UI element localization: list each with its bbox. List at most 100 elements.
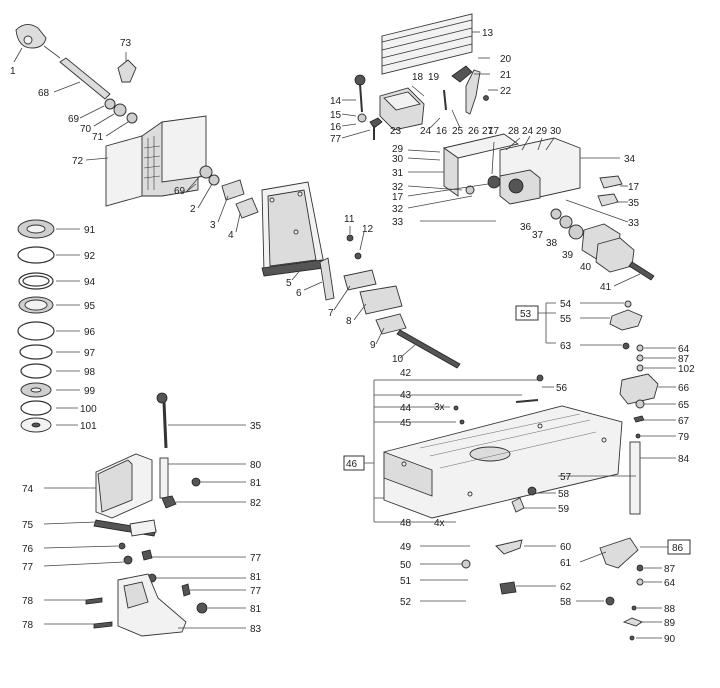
part-68-rod — [53, 57, 111, 100]
callout: 31 — [392, 168, 404, 179]
part-1-clamp-head — [13, 24, 47, 63]
callout: 87 — [678, 354, 690, 365]
callout: 78 — [22, 596, 34, 607]
callout: 4 — [228, 230, 234, 241]
callout: 64 — [664, 578, 676, 589]
callout: 86 — [672, 543, 684, 554]
callout: 18 — [412, 72, 424, 83]
callout: 27 — [482, 126, 494, 137]
part-53-assembly — [515, 300, 643, 350]
callout: 71 — [92, 132, 104, 143]
callout: 16 — [330, 122, 342, 133]
callout: 69 — [68, 114, 80, 125]
callout: 49 — [400, 542, 412, 553]
callout: 29 — [536, 126, 548, 137]
callout: 55 — [560, 314, 572, 325]
callout: 100 — [80, 404, 97, 415]
callout: 61 — [560, 558, 572, 569]
callout: 14 — [330, 96, 342, 107]
parts-2-3-4-washers-plates — [185, 165, 259, 233]
callout: 99 — [84, 386, 96, 397]
callout: 16 — [436, 126, 448, 137]
callout: 45 — [400, 418, 412, 429]
callout: 69 — [174, 186, 186, 197]
callout: 81 — [250, 572, 262, 583]
callout: 81 — [250, 478, 262, 489]
callout: 64 — [678, 344, 690, 355]
callout: 34 — [624, 154, 636, 165]
callout: 87 — [664, 564, 676, 575]
callout: 51 — [400, 576, 412, 587]
parts-49-62-fittings — [420, 539, 615, 606]
parts-35-82-guard-assembly — [43, 392, 246, 637]
callout: 78 — [22, 620, 34, 631]
callout: 3 — [210, 220, 216, 231]
callout: 17 — [488, 126, 500, 137]
callout: 7 — [328, 308, 334, 319]
callout: 52 — [400, 597, 412, 608]
callout: 68 — [38, 88, 50, 99]
callout: 35 — [628, 198, 640, 209]
parts-36-41-motor-shaft — [420, 208, 655, 287]
callout: 4x — [434, 518, 445, 529]
callout: 95 — [84, 301, 96, 312]
callout: 77 — [250, 586, 262, 597]
callout: 2 — [190, 204, 196, 215]
callout: 73 — [120, 38, 132, 49]
callout: 10 — [392, 354, 404, 365]
callout: 23 — [390, 126, 402, 137]
callout: 58 — [560, 597, 572, 608]
callout: 54 — [560, 299, 572, 310]
callout: 25 — [452, 126, 464, 137]
callout: 57 — [560, 472, 572, 483]
callout: 44 — [400, 403, 412, 414]
parts-24-34-guide-carriage — [442, 133, 629, 223]
callout: 28 — [508, 126, 520, 137]
callout: 1 — [10, 66, 16, 77]
callout: 97 — [84, 348, 96, 359]
callout: 74 — [22, 484, 34, 495]
part-86-assembly — [579, 537, 691, 641]
parts-6-12-slide-and-screws — [303, 226, 461, 369]
callout: 90 — [664, 634, 676, 645]
callout: 17 — [628, 182, 640, 193]
callout: 12 — [362, 224, 374, 235]
callout: 81 — [250, 604, 262, 615]
part-13-extrusion — [381, 13, 480, 75]
callout: 9 — [370, 340, 376, 351]
callout: 101 — [80, 421, 97, 432]
callout: 66 — [678, 383, 690, 394]
callout: 77 — [250, 553, 262, 564]
callout: 65 — [678, 400, 690, 411]
callout: 88 — [664, 604, 676, 615]
callout: 89 — [664, 618, 676, 629]
callout: 22 — [500, 86, 512, 97]
callout: 83 — [250, 624, 262, 635]
parts-14-23-tilt-block — [341, 74, 425, 140]
callout: 75 — [22, 520, 34, 531]
leader-lines — [43, 45, 555, 209]
callout: 53 — [520, 309, 532, 320]
callout: 24 — [420, 126, 432, 137]
callout: 84 — [678, 454, 690, 465]
callout: 21 — [500, 70, 512, 81]
callout: 15 — [330, 110, 342, 121]
callout: 76 — [22, 544, 34, 555]
callout: 80 — [250, 460, 262, 471]
callout: 32 — [392, 182, 404, 193]
callout: 37 — [532, 230, 544, 241]
callout: 41 — [600, 282, 612, 293]
callout: 19 — [428, 72, 440, 83]
callout: 26 — [468, 126, 480, 137]
callout: 40 — [580, 262, 592, 273]
parts-69-71-bushings — [79, 98, 138, 137]
callout: 32 — [392, 204, 404, 215]
callout: 72 — [72, 156, 84, 167]
callout: 20 — [500, 54, 512, 65]
callout: 24 — [522, 126, 534, 137]
callout: 46 — [346, 459, 358, 470]
callout: 79 — [678, 432, 690, 443]
callout: 8 — [346, 316, 352, 327]
callout: 13 — [482, 28, 494, 39]
